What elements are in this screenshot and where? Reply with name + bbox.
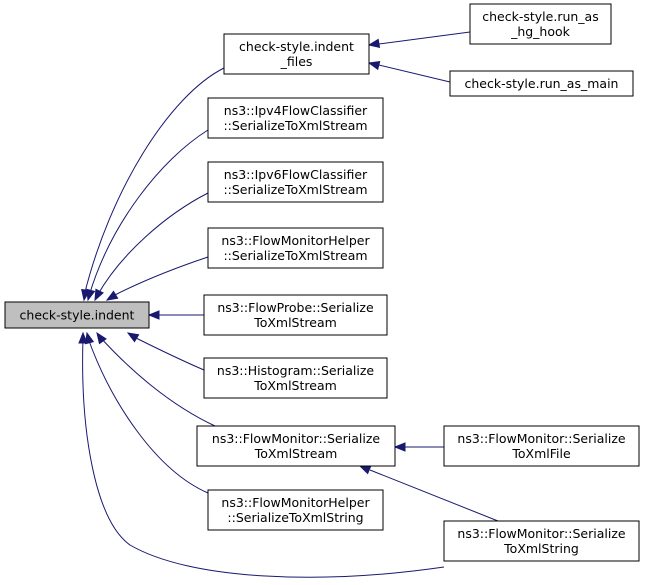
node-label-line: check-style.run_as [482,9,598,24]
node-label-line: ToXmlString [503,541,579,556]
node-label-line: ns3::FlowProbe::Serialize [217,300,374,315]
node-box [207,489,384,531]
node-run-as-hg-hook[interactable]: check-style.run_as_hg_hook [469,3,612,45]
node-box [443,425,640,467]
edges-layer [78,31,499,578]
node-run-as-main[interactable]: check-style.run_as_main [449,70,634,97]
edge-fmhelper-string-to-indent [84,331,209,494]
node-label-line: ToXmlFile [511,446,571,461]
node-label-line: check-style.indent [239,39,354,54]
node-histogram[interactable]: ns3::Histogram::SerializeToXmlStream [203,357,388,399]
node-label-line: ns3::FlowMonitorHelper [221,495,370,510]
node-label-line: check-style.indent [20,308,135,323]
node-label-line: ns3::FlowMonitor::Serialize [212,431,380,446]
edge-run-as-hg-hook-to-indent-files [367,31,471,48]
node-box [203,357,388,399]
edge-fm-stream-to-indent [96,331,216,427]
node-label-line: ::SerializeToXmlString [227,510,363,525]
node-ipv6[interactable]: ns3::Ipv6FlowClassifier::SerializeToXmlS… [207,161,384,203]
edge-probe-to-indent [147,310,204,320]
node-box [207,227,384,269]
node-box [196,425,396,467]
node-label-line: ToXmlStream [253,378,337,393]
node-label-line: ::SerializeToXmlStream [223,182,367,197]
node-label-line: ns3::Ipv6FlowClassifier [224,167,368,182]
node-indent[interactable]: check-style.indent [4,301,150,329]
nodes-layer: check-style.indentcheck-style.indent_fil… [4,3,640,562]
node-box [207,97,384,139]
node-box [203,294,388,336]
edge-fm-string-to-fm-stream [358,465,499,522]
node-fm-string[interactable]: ns3::FlowMonitor::SerializeToXmlString [443,520,640,562]
node-label-line: ns3::FlowMonitor::Serialize [457,431,625,446]
node-fm-stream[interactable]: ns3::FlowMonitor::SerializeToXmlStream [196,425,396,467]
edge-ipv6-to-indent [94,192,209,302]
node-label-line: check-style.run_as_main [465,76,619,91]
node-ipv4[interactable]: ns3::Ipv4FlowClassifier::SerializeToXmlS… [207,97,384,139]
node-indent-files[interactable]: check-style.indent_files [223,33,370,75]
edge-run-as-main-to-indent-files [367,60,451,83]
node-label-line: ns3::FlowMonitorHelper [221,233,370,248]
node-label-line: ToXmlStream [253,315,337,330]
node-label-line: ns3::FlowMonitor::Serialize [457,526,625,541]
node-label-line: ns3::Histogram::Serialize [217,363,374,378]
node-box [4,301,150,329]
node-probe[interactable]: ns3::FlowProbe::SerializeToXmlStream [203,294,388,336]
node-box [223,33,370,75]
edge-ipv4-to-indent [86,129,209,302]
node-label-line: ::SerializeToXmlStream [223,248,367,263]
edge-fm-string-to-indent [78,331,445,578]
edge-histogram-to-indent [126,332,205,371]
node-label-line: ToXmlStream [254,446,338,461]
node-label-line: ::SerializeToXmlStream [223,118,367,133]
node-box [443,520,640,562]
node-label-line: _files [280,54,313,69]
edge-indent-files-to-indent [81,67,225,302]
node-box [469,3,612,45]
node-box [207,161,384,203]
node-label-line: _hg_hook [510,24,571,39]
node-fmhelper-stream[interactable]: ns3::FlowMonitorHelper::SerializeToXmlSt… [207,227,384,269]
node-label-line: ns3::Ipv4FlowClassifier [224,103,368,118]
node-fmhelper-string[interactable]: ns3::FlowMonitorHelper::SerializeToXmlSt… [207,489,384,531]
node-box [449,70,634,97]
edge-fm-file-to-fm-stream [393,442,444,452]
edge-fmhelper-stream-to-indent [105,256,209,301]
